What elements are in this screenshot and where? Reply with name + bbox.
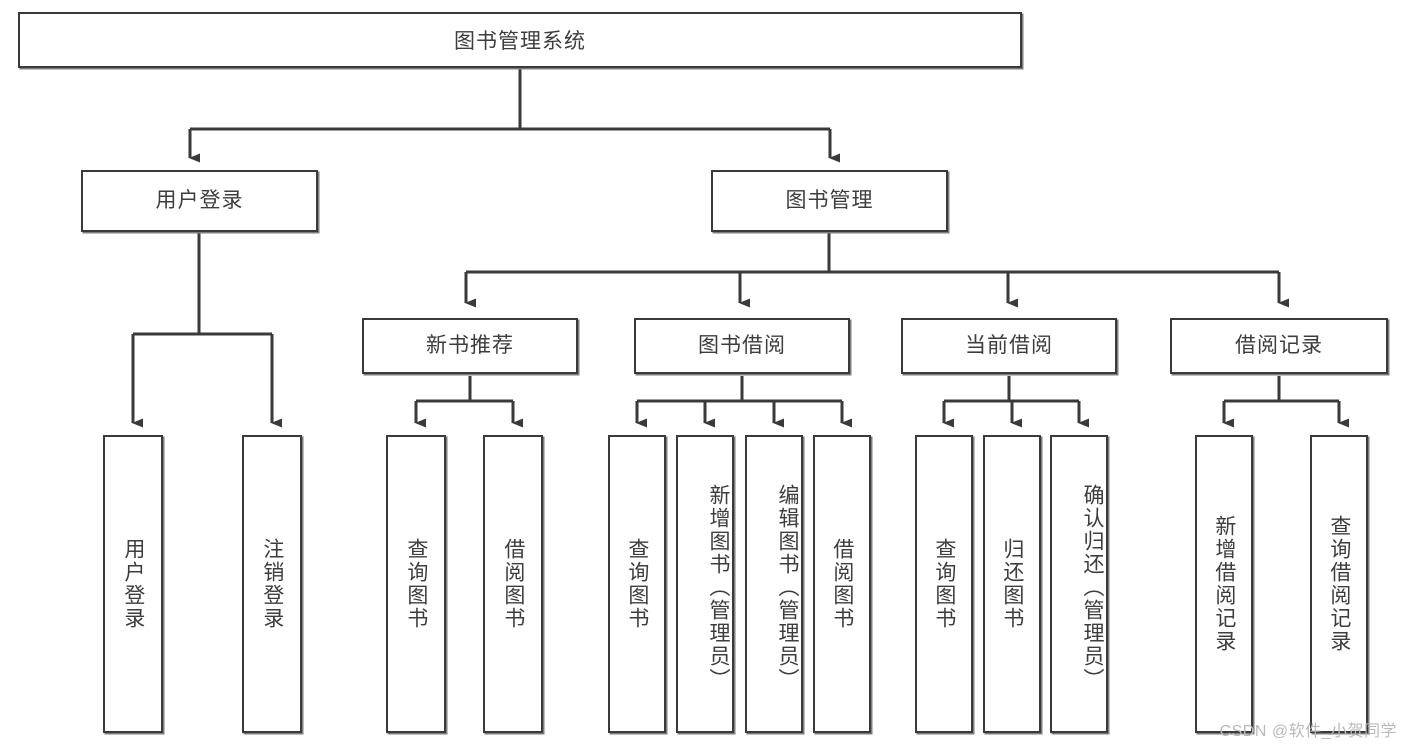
node-borrow-record[interactable]: 借阅记录 — [1170, 318, 1388, 374]
leaf-query-book-current[interactable]: 查询图书 — [915, 435, 973, 733]
node-user-login[interactable]: 用户登录 — [81, 170, 318, 232]
leaf-edit-book-admin[interactable]: 编辑图书（管理员） — [745, 435, 803, 733]
leaf-query-book-borrow[interactable]: 查询图书 — [608, 435, 666, 733]
node-new-book-recommend[interactable]: 新书推荐 — [362, 318, 578, 374]
leaf-query-book-recommend[interactable]: 查询图书 — [386, 435, 446, 733]
leaf-confirm-return-admin[interactable]: 确认归还（管理员） — [1050, 435, 1108, 733]
node-root-system[interactable]: 图书管理系统 — [18, 12, 1022, 68]
leaf-return-book[interactable]: 归还图书 — [983, 435, 1041, 733]
node-book-manage[interactable]: 图书管理 — [711, 170, 948, 232]
leaf-logout-login[interactable]: 注销登录 — [242, 435, 302, 733]
leaf-add-borrow-record[interactable]: 新增借阅记录 — [1195, 435, 1253, 733]
node-current-borrow[interactable]: 当前借阅 — [901, 318, 1117, 374]
leaf-query-borrow-record[interactable]: 查询借阅记录 — [1310, 435, 1368, 733]
leaf-borrow-book-recommend[interactable]: 借阅图书 — [483, 435, 543, 733]
leaf-add-book-admin[interactable]: 新增图书（管理员） — [676, 435, 734, 733]
leaf-borrow-book-borrow[interactable]: 借阅图书 — [813, 435, 871, 733]
node-book-borrow[interactable]: 图书借阅 — [634, 318, 850, 374]
watermark-credit: CSDN @软件_小贺同学 — [1219, 723, 1397, 740]
leaf-user-login[interactable]: 用户登录 — [103, 435, 163, 733]
